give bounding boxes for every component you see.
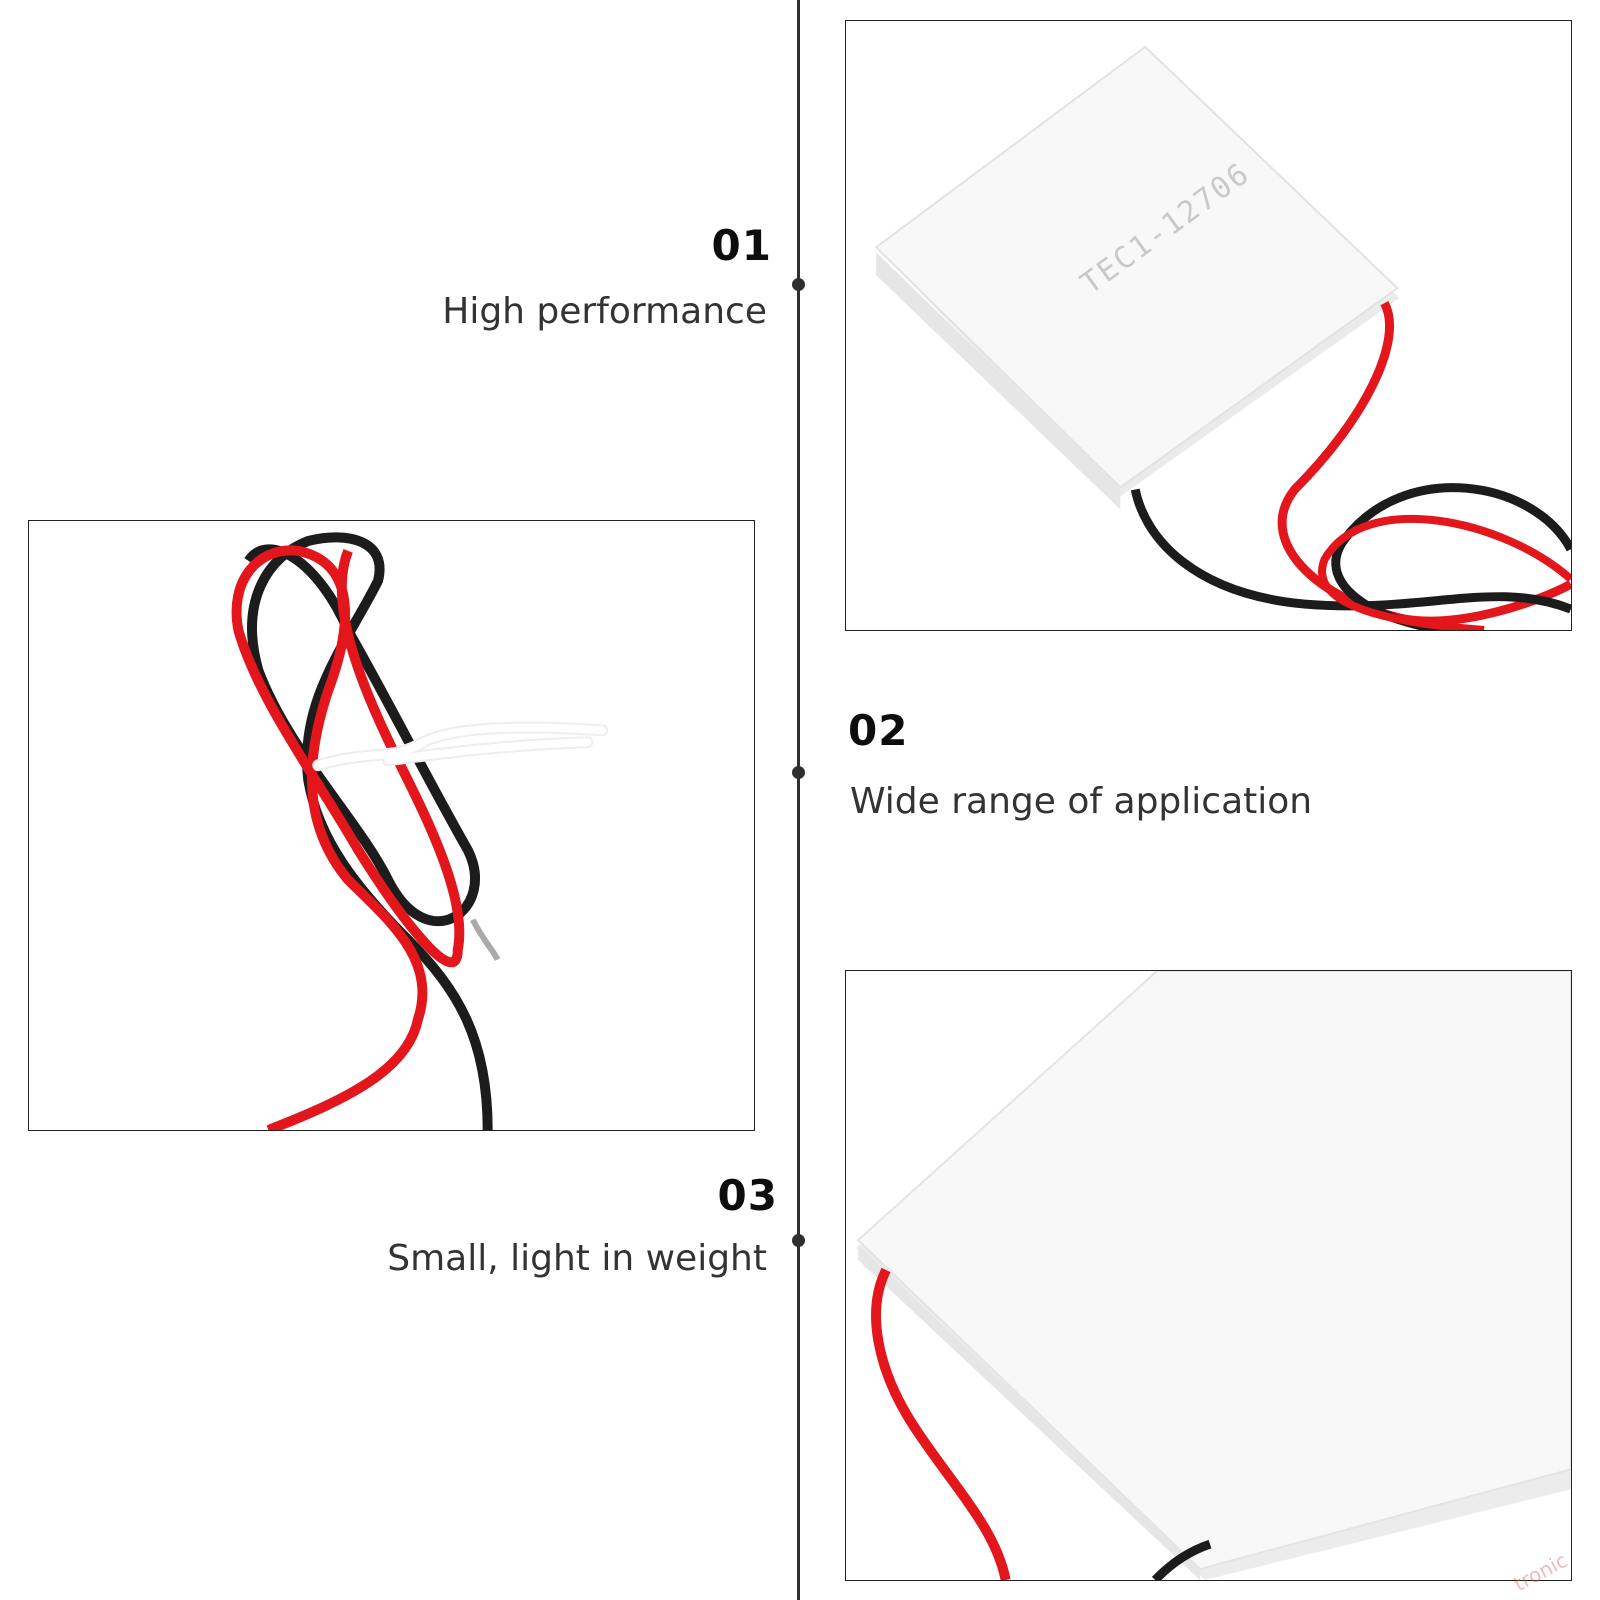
timeline-dot-1 [792, 278, 805, 291]
module-photo-top: TEC1-12706 [845, 20, 1572, 631]
peltier-closeup-illustration [856, 971, 1571, 1580]
feature-label-2: Wide range of application [850, 781, 1313, 822]
timeline-dot-3 [792, 1234, 805, 1247]
feature-number-3: 03 [717, 1171, 778, 1220]
wires-photo [28, 520, 755, 1131]
feature-number-1: 01 [711, 221, 772, 270]
peltier-module-illustration: TEC1-12706 [874, 45, 1571, 630]
feature-label-1: High performance [442, 291, 767, 332]
timeline-divider [797, 0, 800, 1600]
timeline-dot-2 [792, 766, 805, 779]
feature-number-2: 02 [848, 706, 909, 755]
module-photo-bottom [845, 970, 1572, 1581]
feature-label-3: Small, light in weight [387, 1238, 767, 1279]
coiled-wires-illustration [231, 532, 609, 1130]
